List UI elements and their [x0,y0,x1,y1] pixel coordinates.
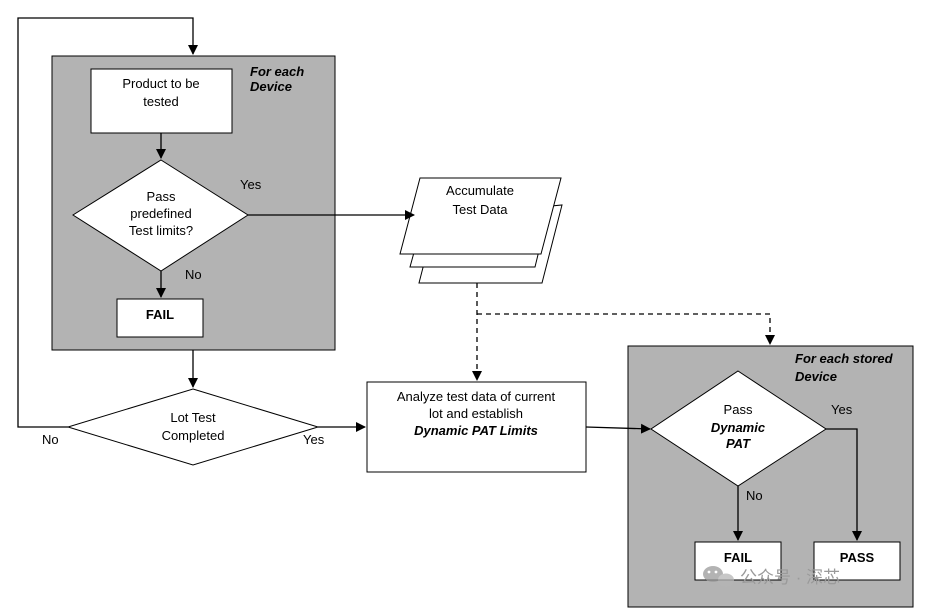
decision-text-2: predefined [130,206,191,221]
arrow-no-loop-back [17,17,198,428]
accumulate-doc-front [399,177,562,255]
decision-text-3: Test limits? [129,223,193,238]
arrow-analyze-to-pat-decision [585,423,651,434]
pat-decision-text-1: Pass [724,402,753,417]
device-group-label-1: For each [250,64,304,79]
lot-test-no-label: No [42,432,59,447]
decision-no-label: No [185,267,202,282]
decision-yes-label: Yes [240,177,262,192]
fail-text-right: FAIL [724,550,752,565]
pat-decision-text-2: Dynamic [711,420,766,435]
product-text-2: tested [143,94,178,109]
device-group-label-2: Device [250,79,292,94]
decision-text-1: Pass [147,189,176,204]
accumulate-text-1: Accumulate [446,183,514,198]
lot-test-text-1: Lot Test [170,410,216,425]
lot-test-text-2: Completed [162,428,225,443]
arrow-pat-to-pass [826,428,862,541]
pat-decision-text-3: PAT [726,436,751,451]
pass-box [813,541,901,581]
watermark-text: 公众号 · 深芯 [740,568,840,587]
lot-test-decision [66,388,320,466]
accumulate-text-2: Test Data [453,202,509,217]
product-box [90,68,233,134]
analyze-text-3: Dynamic PAT Limits [414,423,538,438]
fail-box-left [116,298,204,338]
pass-text: PASS [840,550,875,565]
fail-text-left: FAIL [146,307,174,322]
stored-group-label-2: Device [795,369,837,384]
analyze-text-1: Analyze test data of current [397,389,556,404]
dashed-arrow-to-stored-group [477,313,775,345]
product-text-1: Product to be [122,76,199,91]
pat-no-label: No [746,488,763,503]
pat-yes-label: Yes [831,402,853,417]
analyze-box [366,381,587,473]
analyze-text-2: lot and establish [429,406,523,421]
lot-test-yes-label: Yes [303,432,325,447]
wechat-logo-icon [703,566,734,587]
stored-group-label-1: For each stored [795,351,894,366]
